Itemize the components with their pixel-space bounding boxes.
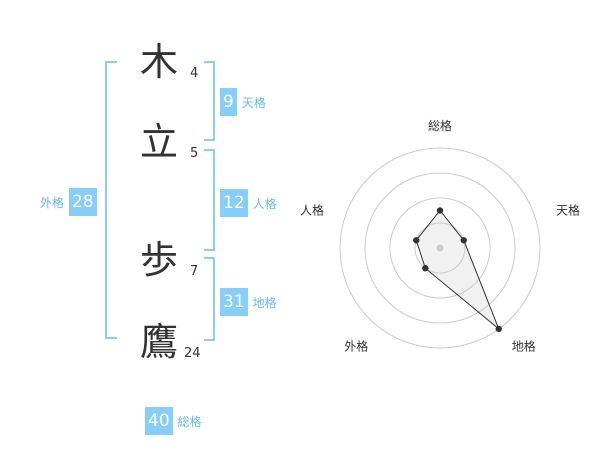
gaikaku-bracket — [105, 61, 117, 339]
radar-point-1 — [436, 207, 444, 214]
name-char-2: 立 — [140, 120, 179, 164]
name-char-1: 木 — [140, 40, 179, 84]
radar-point-4 — [422, 265, 429, 272]
radar-axis-label-4: 外格 — [344, 339, 368, 354]
chikaku-bracket — [204, 257, 215, 341]
name-char-3: 歩 — [140, 238, 179, 282]
stroke-count-3: 7 — [190, 264, 199, 279]
jinkaku-value: 12 — [220, 189, 248, 217]
gaikaku-label: 外格 — [40, 195, 65, 210]
radar-axis-label-1: 総格 — [428, 118, 452, 133]
radar-series-polygon — [415, 209, 500, 330]
radar-point-5 — [413, 237, 420, 244]
jinkaku-label: 人格 — [252, 196, 277, 211]
soukaku-value: 40 — [145, 407, 173, 435]
radar-ring-2 — [389, 197, 491, 299]
tenkaku-label: 天格 — [241, 95, 266, 110]
radar-axis-label-2: 天格 — [556, 202, 580, 217]
radar-ring-1 — [414, 222, 466, 274]
radar-point-2 — [460, 237, 467, 244]
radar-point-3 — [495, 325, 502, 333]
soukaku-label: 総格 — [177, 414, 202, 429]
radar-axis-label-3: 地格 — [512, 339, 536, 354]
gaikaku-badge: 外格 28 — [40, 188, 97, 216]
radar-ring-3 — [364, 172, 516, 324]
stroke-count-2: 5 — [190, 146, 199, 161]
chikaku-value: 31 — [220, 288, 248, 316]
radar-axis-label-5: 人格 — [300, 202, 324, 217]
jinkaku-bracket — [204, 149, 215, 251]
chikaku-label: 地格 — [252, 295, 277, 310]
gaikaku-value: 28 — [69, 188, 97, 216]
tenkaku-badge: 9 天格 — [220, 88, 266, 116]
chikaku-badge: 31 地格 — [220, 288, 277, 316]
soukaku-badge: 40 総格 — [145, 407, 202, 435]
tenkaku-bracket — [204, 61, 215, 141]
jinkaku-badge: 12 人格 — [220, 189, 277, 217]
name-char-4: 鷹 — [140, 320, 179, 364]
radar-center-dot — [436, 244, 444, 252]
kaku-brackets — [105, 61, 215, 341]
stroke-count-4: 24 — [184, 346, 201, 361]
stroke-count-1: 4 — [190, 66, 199, 81]
tenkaku-value: 9 — [220, 88, 237, 116]
radar-ring-4 — [339, 147, 541, 349]
